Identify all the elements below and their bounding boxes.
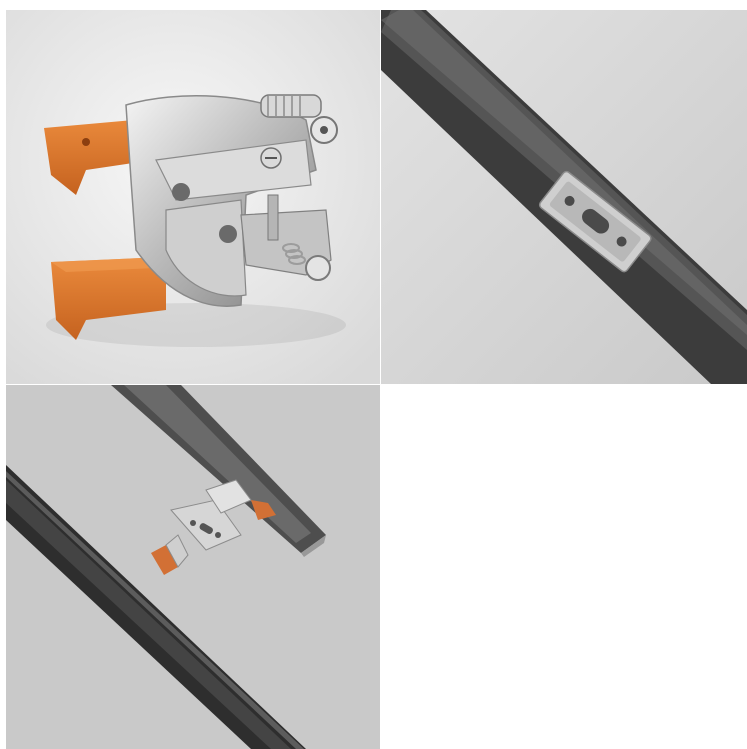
empty-area <box>381 385 747 749</box>
clip-closeup-illustration <box>6 10 380 384</box>
clip-slot-icon <box>582 208 610 234</box>
screw-hole-icon <box>172 183 190 201</box>
adjusting-screw <box>260 94 322 118</box>
channel-clip <box>538 170 652 273</box>
clip-hole-icon <box>564 195 575 206</box>
mounting-clip <box>151 479 276 575</box>
clip-in-channel-photo <box>381 10 747 384</box>
clip-in-channel-illustration <box>381 10 747 384</box>
lower-orange-pad <box>51 258 166 340</box>
lower-rivet-icon <box>305 255 331 281</box>
clip-installation-illustration <box>6 385 380 749</box>
clip-closeup-photo <box>6 10 380 384</box>
vertical-screw <box>267 194 279 241</box>
coil-spring <box>282 243 306 265</box>
lower-orange-pad <box>151 545 178 575</box>
screw-hole-icon <box>219 225 237 243</box>
upper-orange-pad <box>251 500 276 520</box>
clip-installation-photo <box>6 385 380 749</box>
lower-channel <box>6 465 306 749</box>
clip-hole-icon <box>616 236 627 247</box>
